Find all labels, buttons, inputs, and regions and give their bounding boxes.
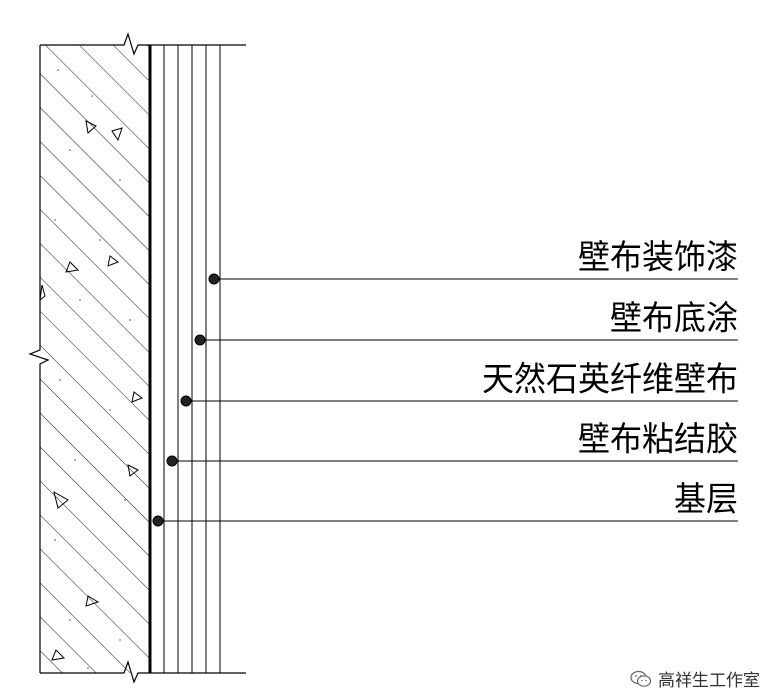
label-quartz-fabric: 天然石英纤维壁布 — [481, 359, 738, 399]
watermark-text: 高祥生工作室 — [658, 671, 760, 691]
leader-dot-decor-paint — [208, 273, 220, 285]
watermark: 高祥生工作室 — [630, 666, 760, 691]
leader-dot-adhesive — [166, 455, 178, 467]
leader-dot-base-coat — [194, 334, 206, 346]
leader-dot-quartz-fabric — [180, 395, 192, 407]
concrete-wall — [28, 45, 150, 673]
label-adhesive: 壁布粘结胶 — [577, 419, 738, 459]
section-boundaries — [40, 32, 246, 684]
wechat-icon — [630, 670, 652, 687]
label-base-coat: 壁布底涂 — [609, 298, 738, 338]
leader-dot-substrate — [152, 515, 164, 527]
finish-layer-lines — [163, 45, 221, 673]
label-substrate: 基层 — [673, 479, 738, 519]
label-decor-paint: 壁布装饰漆 — [577, 237, 738, 277]
